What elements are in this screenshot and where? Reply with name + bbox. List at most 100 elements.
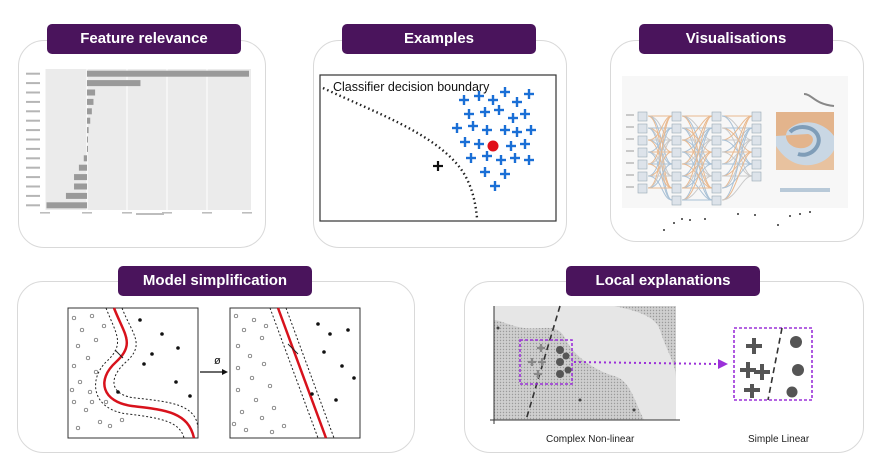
blue-plus <box>500 125 510 135</box>
class-circle <box>269 429 275 435</box>
feature-name-blur <box>26 166 40 169</box>
class-circle <box>83 407 89 413</box>
feature-relevance-title: Feature relevance <box>47 24 241 54</box>
simple-boundary <box>276 307 328 439</box>
class-circle <box>233 313 239 319</box>
examples-title: Examples <box>342 24 536 54</box>
network-node <box>637 171 648 182</box>
network-node <box>637 111 648 122</box>
input-label-blur <box>626 138 634 140</box>
network-node <box>711 111 722 122</box>
blue-plus <box>482 125 492 135</box>
network-node <box>711 183 722 194</box>
class-circle <box>243 427 249 433</box>
local-plus-points <box>528 344 546 378</box>
blue-plus-cluster <box>452 87 536 191</box>
input-label-blur <box>626 174 634 176</box>
network-link <box>721 151 753 201</box>
class-circle <box>259 335 265 341</box>
network-node <box>637 159 648 170</box>
zoomed-plus-points <box>740 338 770 398</box>
blue-plus <box>480 107 490 117</box>
network-node <box>637 183 648 194</box>
feature-bar <box>74 174 87 181</box>
class-circle <box>93 369 99 375</box>
class-circle <box>231 421 237 427</box>
blue-plus <box>466 153 476 163</box>
feature-bar <box>87 80 141 87</box>
network-node <box>751 111 762 122</box>
simplification-arrowhead <box>222 369 228 375</box>
simplification-symbol: ø <box>214 355 221 367</box>
neural-network-visualisation <box>622 76 848 208</box>
feature-name-blur <box>26 82 40 85</box>
feature-bar <box>87 98 94 105</box>
network-link <box>681 127 713 201</box>
network-node <box>637 135 648 146</box>
network-node <box>711 159 722 170</box>
x-axis-label-blur <box>136 213 164 215</box>
class-circle <box>235 387 241 393</box>
local-explanations-figure <box>484 300 814 430</box>
visualisations-figure <box>622 76 848 208</box>
network-node <box>637 123 648 134</box>
simple-margin-left <box>269 307 319 439</box>
class-circle <box>239 409 245 415</box>
feature-name-blur <box>26 100 40 103</box>
complex-margin-left <box>95 307 185 439</box>
feature-bar <box>87 89 96 96</box>
feature-name-blur <box>26 72 40 75</box>
feature-bar <box>74 183 87 190</box>
feature-bar <box>87 127 89 134</box>
model-simplification-svg: ø <box>67 307 361 439</box>
blue-plus <box>524 155 534 165</box>
decision-boundary-curve <box>322 86 479 219</box>
blue-plus <box>474 139 484 149</box>
network-node <box>671 147 682 158</box>
class-circle <box>247 353 253 359</box>
network-link <box>721 175 753 201</box>
tick-label-blur <box>82 212 92 214</box>
network-node <box>751 147 762 158</box>
feature-bar <box>87 145 88 152</box>
feature-relevance-chart <box>24 66 256 218</box>
feature-bar <box>83 155 87 162</box>
class-circle <box>281 423 287 429</box>
feature-name-blur <box>26 129 40 132</box>
feature-bar <box>78 164 87 171</box>
network-node <box>671 111 682 122</box>
network-node <box>671 183 682 194</box>
class-circle <box>119 417 125 423</box>
class-circle <box>75 343 81 349</box>
feature-bar <box>87 117 91 124</box>
feature-name-blur <box>26 157 40 160</box>
network-node <box>711 147 722 158</box>
network-node <box>671 123 682 134</box>
local-explanations-title: Local explanations <box>566 266 760 296</box>
class-circle <box>79 327 85 333</box>
network-node <box>671 135 682 146</box>
input-label-blur <box>626 150 634 152</box>
blue-plus <box>460 137 470 147</box>
blue-plus <box>474 91 484 101</box>
class-circle <box>103 399 109 405</box>
feature-name-blur <box>26 91 40 94</box>
scattered-points <box>496 326 636 412</box>
tick-label-blur <box>202 212 212 214</box>
class-circle <box>253 397 259 403</box>
feature-bar <box>87 70 249 77</box>
examples-figure: Classifier decision boundary <box>319 74 557 222</box>
simple-margin-right <box>285 307 335 439</box>
examples-svg: Classifier decision boundary <box>319 74 557 222</box>
class-circle <box>267 383 273 389</box>
feature-name-blur <box>26 147 40 150</box>
feature-name-blur <box>26 176 40 179</box>
tick-label-blur <box>122 212 132 214</box>
zoom-connector <box>573 361 719 365</box>
light-region <box>494 306 676 420</box>
simple-margin-tick <box>287 343 299 355</box>
network-node <box>671 195 682 206</box>
class-circle <box>71 399 77 405</box>
class-circle <box>93 337 99 343</box>
black-plus-point <box>433 161 443 171</box>
